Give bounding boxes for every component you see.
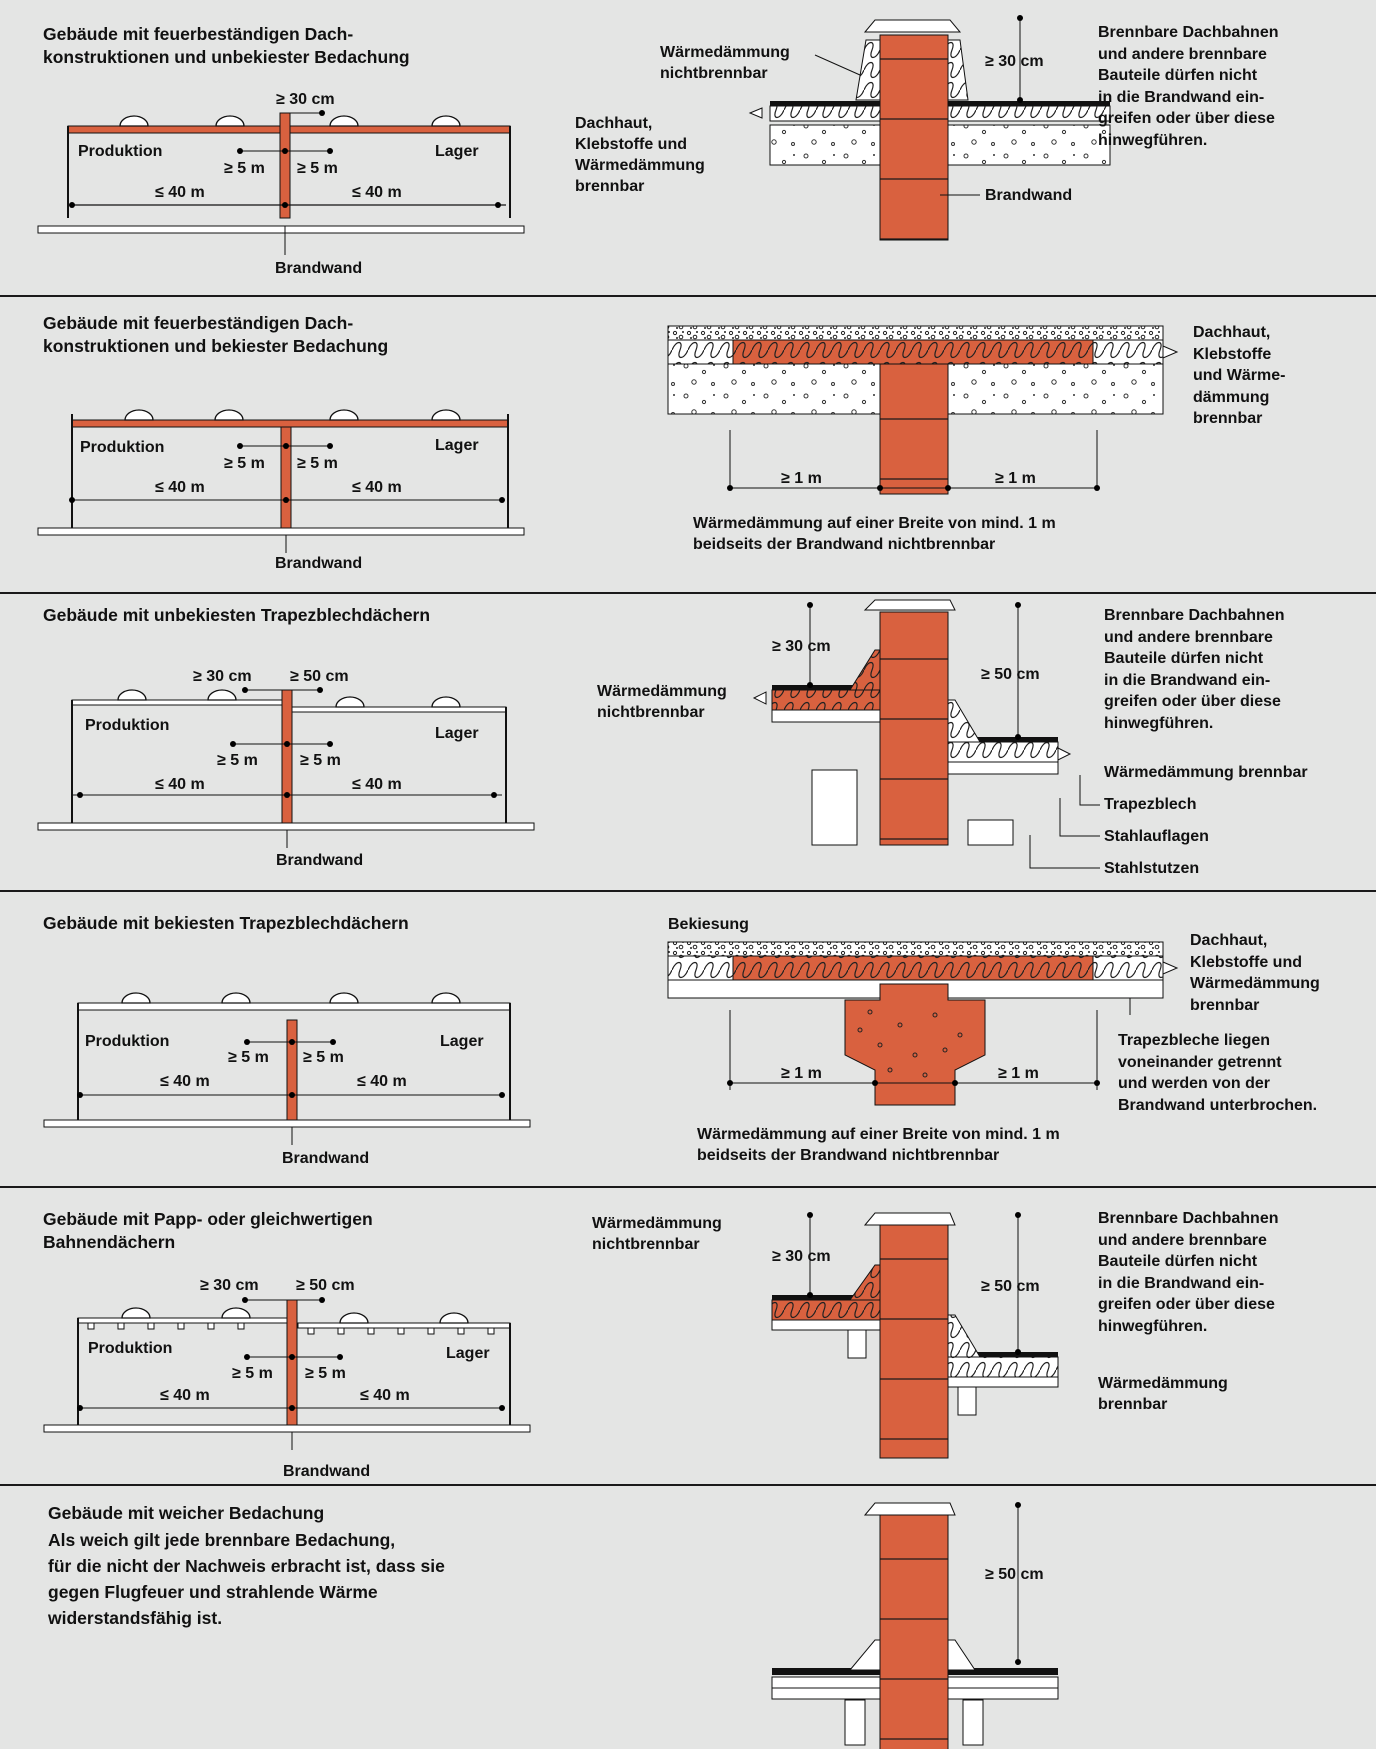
section-divider xyxy=(0,592,1376,594)
dim-top-right: ≥ 50 cm xyxy=(290,668,349,685)
note-right: Brennbare Dachbahnen und andere brennbar… xyxy=(1104,607,1285,732)
label-lager: Lager xyxy=(435,437,479,454)
label-produktion: Produktion xyxy=(85,1033,170,1050)
dim-span-left: ≤ 40 m xyxy=(155,776,205,793)
dim-h-left: ≥ 30 cm xyxy=(772,1248,831,1265)
caption: Wärmedämmung auf einer Breite von mind. … xyxy=(697,1126,1060,1164)
label-produktion: Produktion xyxy=(80,439,165,456)
overview-diagram-3 xyxy=(37,687,535,848)
note-trapez: Trapezbleche liegen voneinander getrennt… xyxy=(1118,1032,1318,1114)
overview-diagram-4 xyxy=(43,992,531,1145)
detail-diagram-5 xyxy=(771,1212,1059,1459)
dim-span-right: ≤ 40 m xyxy=(352,479,402,496)
dim-h-left: ≥ 30 cm xyxy=(772,638,831,655)
label-insul-burn: Wärmedämmung brennbar xyxy=(1104,764,1308,781)
label-lager: Lager xyxy=(446,1345,490,1362)
dim-h-right: ≥ 50 cm xyxy=(981,666,1040,683)
label-stahlauflagen: Stahlauflagen xyxy=(1104,828,1209,845)
section-3-title: Gebäude mit unbekiesten Trapezblechdäche… xyxy=(43,605,431,625)
dim-height: ≥ 50 cm xyxy=(985,1566,1044,1583)
dim-mid-right: ≥ 5 m xyxy=(303,1049,344,1066)
label-insul-nb: Wärmedämmung nichtbrennbar xyxy=(592,1215,722,1253)
section-4-title: Gebäude mit bekiesten Trapezblechdächern xyxy=(43,913,409,933)
section-2-title: Gebäude mit feuerbeständigen Dach- konst… xyxy=(43,313,389,356)
dim-span-right: ≤ 40 m xyxy=(352,776,402,793)
dim-span-left: ≤ 40 m xyxy=(160,1387,210,1404)
label-brandwand: Brandwand xyxy=(283,1463,371,1480)
note-right: Brennbare Dachbahnen und andere brennbar… xyxy=(1098,1210,1279,1335)
label-lager: Lager xyxy=(440,1033,484,1050)
overview-diagram-2 xyxy=(37,409,525,553)
overview-diagram-1 xyxy=(37,110,525,255)
caption: Wärmedämmung auf einer Breite von mind. … xyxy=(693,515,1056,553)
dim-mid-left: ≥ 5 m xyxy=(224,160,265,177)
dim-span-right: ≤ 40 m xyxy=(357,1073,407,1090)
detail-diagram-2 xyxy=(667,325,1179,495)
label-lager: Lager xyxy=(435,725,479,742)
dim-span-left: ≤ 40 m xyxy=(155,479,205,496)
note-right: Brennbare Dachbahnen und andere brennbar… xyxy=(1098,24,1279,149)
label-produktion: Produktion xyxy=(88,1340,173,1357)
dim-mid-left: ≥ 5 m xyxy=(232,1365,273,1382)
detail-diagram-4 xyxy=(667,941,1179,1106)
label-trapezblech: Trapezblech xyxy=(1104,796,1197,813)
label-left-note: Dachhaut, Klebstoffe und Wärmedämmung br… xyxy=(575,115,705,195)
dim-span-left: ≤ 40 m xyxy=(160,1073,210,1090)
label-brandwand-detail: Brandwand xyxy=(985,187,1073,204)
section-5-title: Gebäude mit Papp- oder gleichwertigen Ba… xyxy=(43,1209,373,1252)
label-brandwand: Brandwand xyxy=(275,555,363,572)
detail-diagram-1 xyxy=(748,15,1111,241)
dim-mid-left: ≥ 5 m xyxy=(217,752,258,769)
dim-span-left: ≤ 40 m xyxy=(155,184,205,201)
dim-top-left: ≥ 30 cm xyxy=(193,668,252,685)
dim-mid-left: ≥ 5 m xyxy=(224,455,265,472)
section-divider xyxy=(0,1186,1376,1188)
label-insul-nb: Wärmedämmung nichtbrennbar xyxy=(597,683,727,721)
dim-left-1m: ≥ 1 m xyxy=(781,1065,822,1082)
label-insul-nb: Wärmedämmung nichtbrennbar xyxy=(660,44,790,82)
section-divider xyxy=(0,890,1376,892)
note-right: Dachhaut, Klebstoffe und Wärme- dämmung … xyxy=(1193,324,1286,427)
label-produktion: Produktion xyxy=(78,143,163,160)
dim-mid-left: ≥ 5 m xyxy=(228,1049,269,1066)
label-brandwand: Brandwand xyxy=(276,852,364,869)
dim-span-right: ≤ 40 m xyxy=(360,1387,410,1404)
section-divider xyxy=(0,295,1376,297)
dim-mid-right: ≥ 5 m xyxy=(305,1365,346,1382)
dim-h-right: ≥ 50 cm xyxy=(981,1278,1040,1295)
detail-diagram-3 xyxy=(752,599,1100,869)
label-brandwand: Brandwand xyxy=(282,1150,370,1167)
dim-mid-right: ≥ 5 m xyxy=(297,455,338,472)
dim-mid-right: ≥ 5 m xyxy=(300,752,341,769)
dim-left-1m: ≥ 1 m xyxy=(781,470,822,487)
overview-diagram-5 xyxy=(43,1297,531,1450)
dim-right-1m: ≥ 1 m xyxy=(995,470,1036,487)
dim-top-left: ≥ 30 cm xyxy=(200,1277,259,1294)
label-lager: Lager xyxy=(435,143,479,160)
dim-mid-right: ≥ 5 m xyxy=(297,160,338,177)
section-6-text: Als weich gilt jede brennbare Bedachung,… xyxy=(48,1530,445,1628)
section-1-title: Gebäude mit feuerbeständigen Dach- konst… xyxy=(43,24,410,67)
note-right: Dachhaut, Klebstoffe und Wärmedämmung br… xyxy=(1190,932,1320,1014)
label-bekiesung: Bekiesung xyxy=(668,916,749,933)
dim-right-1m: ≥ 1 m xyxy=(998,1065,1039,1082)
label-brandwand: Brandwand xyxy=(275,260,363,277)
dim-top: ≥ 30 cm xyxy=(276,91,335,108)
dim-span-right: ≤ 40 m xyxy=(352,184,402,201)
label-stahlstutzen: Stahlstutzen xyxy=(1104,860,1200,877)
section-divider xyxy=(0,1484,1376,1486)
label-insul-burn: Wärmedämmung brennbar xyxy=(1098,1375,1228,1413)
dim-top-right: ≥ 50 cm xyxy=(296,1277,355,1294)
dim-height: ≥ 30 cm xyxy=(985,53,1044,70)
section-6-title: Gebäude mit weicher Bedachung xyxy=(48,1503,325,1523)
label-produktion: Produktion xyxy=(85,717,170,734)
